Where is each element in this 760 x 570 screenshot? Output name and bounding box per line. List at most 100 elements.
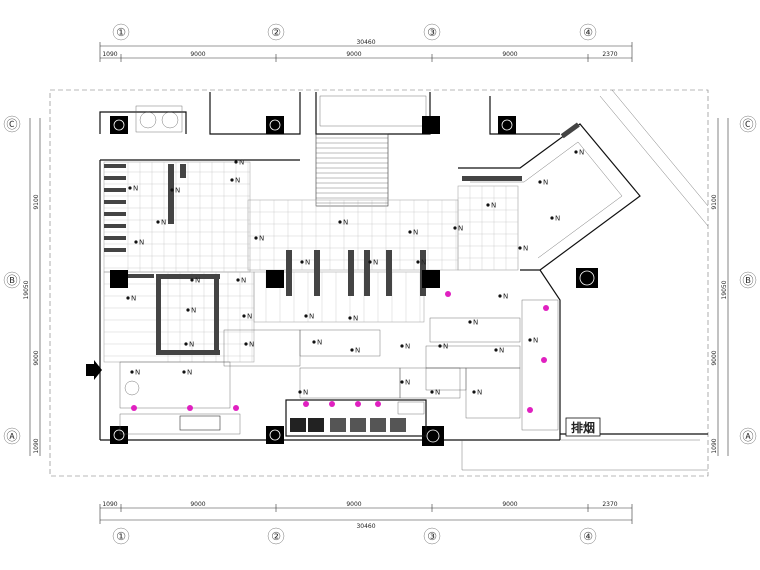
column-a2: [266, 426, 284, 444]
light-fixture-icon: [348, 316, 352, 320]
outlet-marker-icon: [445, 291, 451, 297]
light-fixture-icon: [486, 203, 490, 207]
column-c3: [422, 116, 440, 134]
light-marker-label: N: [579, 149, 584, 157]
kitchen-equipment: [119, 105, 559, 437]
outlet-marker-icon: [187, 405, 193, 411]
axis-2-bottom: ②: [271, 530, 281, 543]
magenta-markers: [131, 291, 549, 413]
light-fixture-icon: [368, 260, 372, 264]
light-marker-label: N: [405, 343, 410, 351]
hatched-strips: [104, 122, 580, 355]
light-marker-label: N: [503, 293, 508, 301]
axis-1-top: ①: [116, 26, 126, 39]
light-marker-label: N: [317, 339, 322, 347]
light-marker-label: N: [499, 347, 504, 355]
light-fixture-icon: [300, 260, 304, 264]
light-fixture-icon: [130, 370, 134, 374]
light-fixture-icon: [430, 390, 434, 394]
dim-side-3-right: 1090: [711, 438, 718, 453]
light-marker-label: N: [135, 369, 140, 377]
light-marker-label: N: [161, 219, 166, 227]
light-fixture-icon: [338, 220, 342, 224]
light-marker-label: N: [533, 337, 538, 345]
light-marker-label: N: [195, 277, 200, 285]
light-fixture-icon: [244, 342, 248, 346]
dim-side-total-right: 19050: [721, 280, 728, 299]
outlet-marker-icon: [329, 401, 335, 407]
outlet-marker-icon: [303, 401, 309, 407]
light-fixture-icon: [298, 390, 302, 394]
light-marker-label: N: [443, 343, 448, 351]
dim-seg-1-top: 1090: [102, 51, 117, 58]
light-marker-label: N: [175, 187, 180, 195]
light-fixture-icon: [400, 344, 404, 348]
axis-a-left: Ⓐ: [7, 430, 18, 443]
light-fixture-icon: [304, 314, 308, 318]
dim-seg-3-top: 9000: [346, 51, 361, 58]
column-a3: [422, 426, 444, 446]
light-fixture-icon: [400, 380, 404, 384]
light-fixture-icon: [550, 216, 554, 220]
light-marker-label: N: [555, 215, 560, 223]
light-fixture-icon: [134, 240, 138, 244]
light-fixture-icon: [518, 246, 522, 250]
light-marker-label: N: [191, 307, 196, 315]
light-fixture-icon: [126, 296, 130, 300]
light-fixture-icon: [190, 278, 194, 282]
light-marker-label: N: [309, 313, 314, 321]
dim-seg-2-bottom: 9000: [190, 501, 205, 508]
axis-b-right: Ⓑ: [743, 274, 754, 287]
light-fixture-icon: [184, 342, 188, 346]
dim-side-2-left: 9000: [33, 350, 40, 365]
column-a1: [110, 426, 128, 444]
light-marker-label: N: [133, 185, 138, 193]
light-marker-label: N: [543, 179, 548, 187]
axis-b-left: Ⓑ: [7, 274, 18, 287]
light-marker-label: N: [239, 159, 244, 167]
light-fixture-icon: [230, 178, 234, 182]
building-walls: [99, 89, 709, 471]
dim-seg-2-top: 9000: [190, 51, 205, 58]
axis-2-top: ②: [271, 26, 281, 39]
light-marker-label: N: [355, 347, 360, 355]
light-marker-label: N: [187, 369, 192, 377]
exhaust-label: 排烟: [571, 420, 595, 435]
light-marker-label: N: [373, 259, 378, 267]
outlet-marker-icon: [355, 401, 361, 407]
right-axis-labels: Ⓒ Ⓑ Ⓐ 19050 9100 9000 1090: [711, 115, 757, 456]
light-marker-label: N: [343, 219, 348, 227]
light-fixture-icon: [242, 314, 246, 318]
dim-seg-5-bottom: 2370: [602, 501, 617, 508]
axis-c-left: Ⓒ: [7, 118, 18, 131]
column-b3: [422, 270, 440, 288]
bottom-axis-labels: ① ② ③ ④: [112, 527, 597, 545]
light-marker-label: N: [405, 379, 410, 387]
dim-seg-1-bottom: 1090: [102, 501, 117, 508]
light-marker-label: N: [477, 389, 482, 397]
light-marker-label: N: [241, 277, 246, 285]
light-marker-label: N: [435, 389, 440, 397]
left-axis-labels: Ⓒ Ⓑ Ⓐ 19050 9100 9000 1090: [3, 115, 41, 456]
light-marker-label: N: [247, 313, 252, 321]
light-fixture-icon: [408, 230, 412, 234]
light-marker-label: N: [491, 202, 496, 210]
light-fixture-icon: [186, 308, 190, 312]
light-marker-label: N: [303, 389, 308, 397]
outlet-marker-icon: [131, 405, 137, 411]
dim-side-1-right: 9100: [711, 194, 718, 209]
ceiling-grid-lines: [104, 162, 519, 362]
axis-3-top: ③: [427, 26, 437, 39]
light-fixture-icon: [236, 278, 240, 282]
outlet-marker-icon: [527, 407, 533, 413]
dim-total-top: 30460: [356, 39, 375, 46]
outlet-marker-icon: [375, 401, 381, 407]
light-fixture-icon: [574, 150, 578, 154]
dim-total-bottom: 30460: [356, 523, 375, 530]
axis-4-bottom: ④: [583, 530, 593, 543]
column-c1: [110, 116, 128, 134]
light-marker-label: N: [305, 259, 310, 267]
light-marker-label: N: [473, 319, 478, 327]
